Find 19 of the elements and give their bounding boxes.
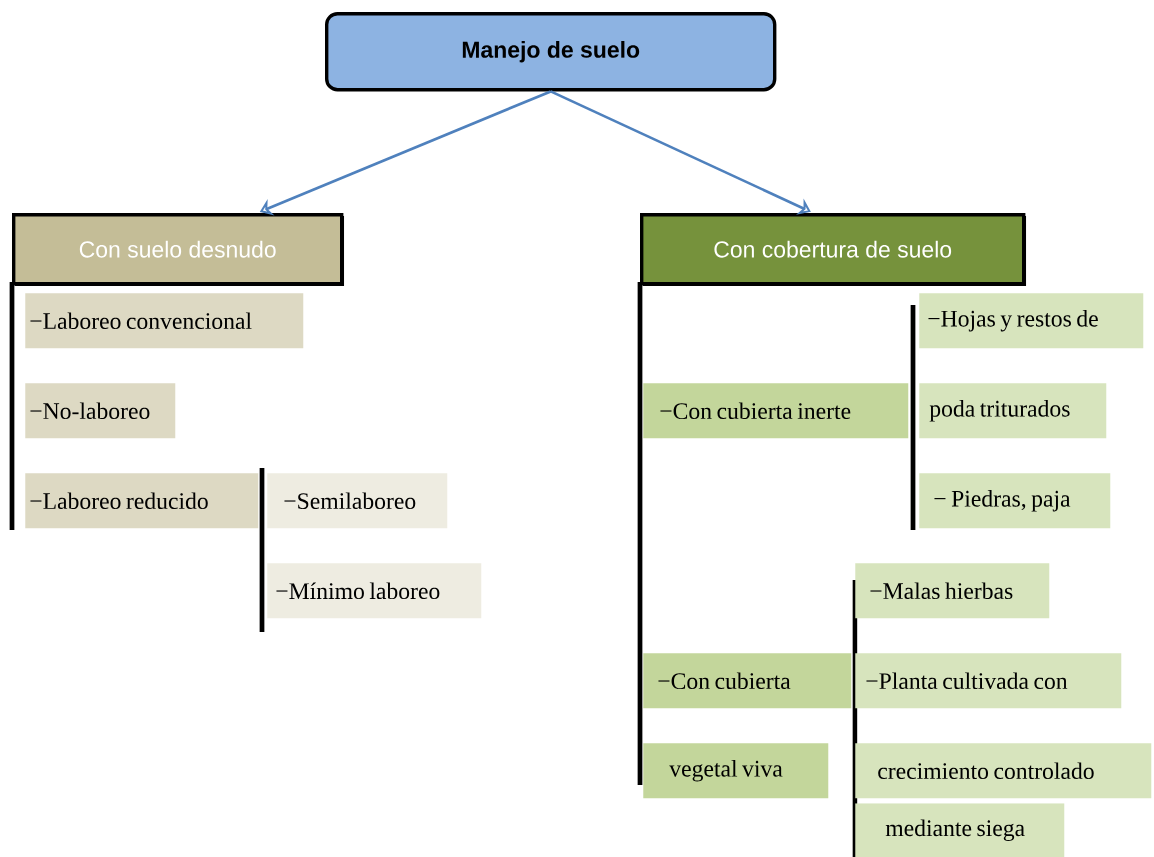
- item-band: −Hojas y restos de: [919, 293, 1144, 349]
- item-band: −Planta cultivada con: [855, 653, 1122, 709]
- item-band: −Con cubierta: [643, 653, 852, 709]
- item-band: − Piedras, paja: [919, 473, 1111, 529]
- item-band: vegetal viva: [643, 743, 829, 799]
- item-band: −Malas hierbas: [855, 563, 1050, 619]
- item-band: −Laboreo convencional: [25, 293, 304, 349]
- title-box: Manejo de suelo: [325, 12, 777, 92]
- item-band: −Semilaboreo: [267, 473, 448, 529]
- item-band: mediante siega: [855, 803, 1065, 857]
- arrow: [550, 90, 811, 215]
- item-band: −Laboreo reducido: [25, 473, 259, 529]
- category-box: Con cobertura de suelo: [640, 213, 1027, 287]
- item-band: poda triturados: [919, 383, 1107, 439]
- item-band: −Con cubierta inerte: [643, 383, 909, 439]
- item-band: crecimiento controlado: [855, 743, 1152, 799]
- item-band: −Mínimo laboreo: [267, 563, 482, 619]
- item-band: −No-laboreo: [25, 383, 176, 439]
- category-box: Con suelo desnudo: [12, 213, 345, 287]
